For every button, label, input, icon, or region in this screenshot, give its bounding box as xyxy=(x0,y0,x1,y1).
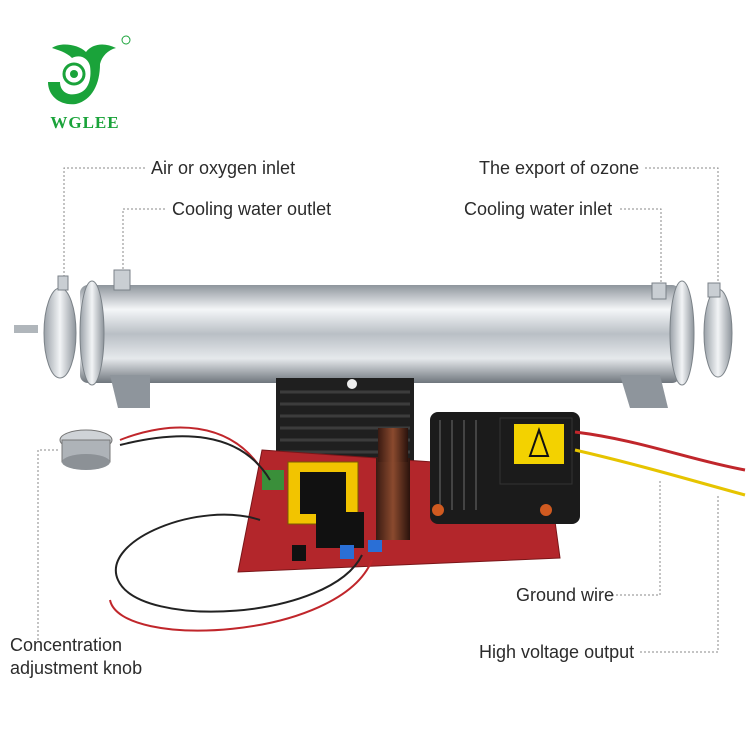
label-ozone-export: The export of ozone xyxy=(479,158,640,178)
wires xyxy=(109,426,746,632)
hv-transformer xyxy=(430,412,580,524)
callout-lines xyxy=(37,167,719,653)
label-cooling-outlet: Cooling water outlet xyxy=(172,199,332,219)
label-knob-line1: Concentration xyxy=(10,635,123,655)
label-air-inlet: Air or oxygen inlet xyxy=(151,158,296,178)
label-cooling-inlet: Cooling water inlet xyxy=(464,199,613,219)
label-high-voltage: High voltage output xyxy=(479,642,635,662)
brand-name: WGLEE xyxy=(50,113,120,132)
adjustment-knob xyxy=(59,429,113,470)
ozone-tube xyxy=(14,269,733,408)
label-ground-wire: Ground wire xyxy=(516,585,615,605)
label-knob-line2: adjustment knob xyxy=(10,658,143,678)
brand-logo xyxy=(48,35,131,105)
